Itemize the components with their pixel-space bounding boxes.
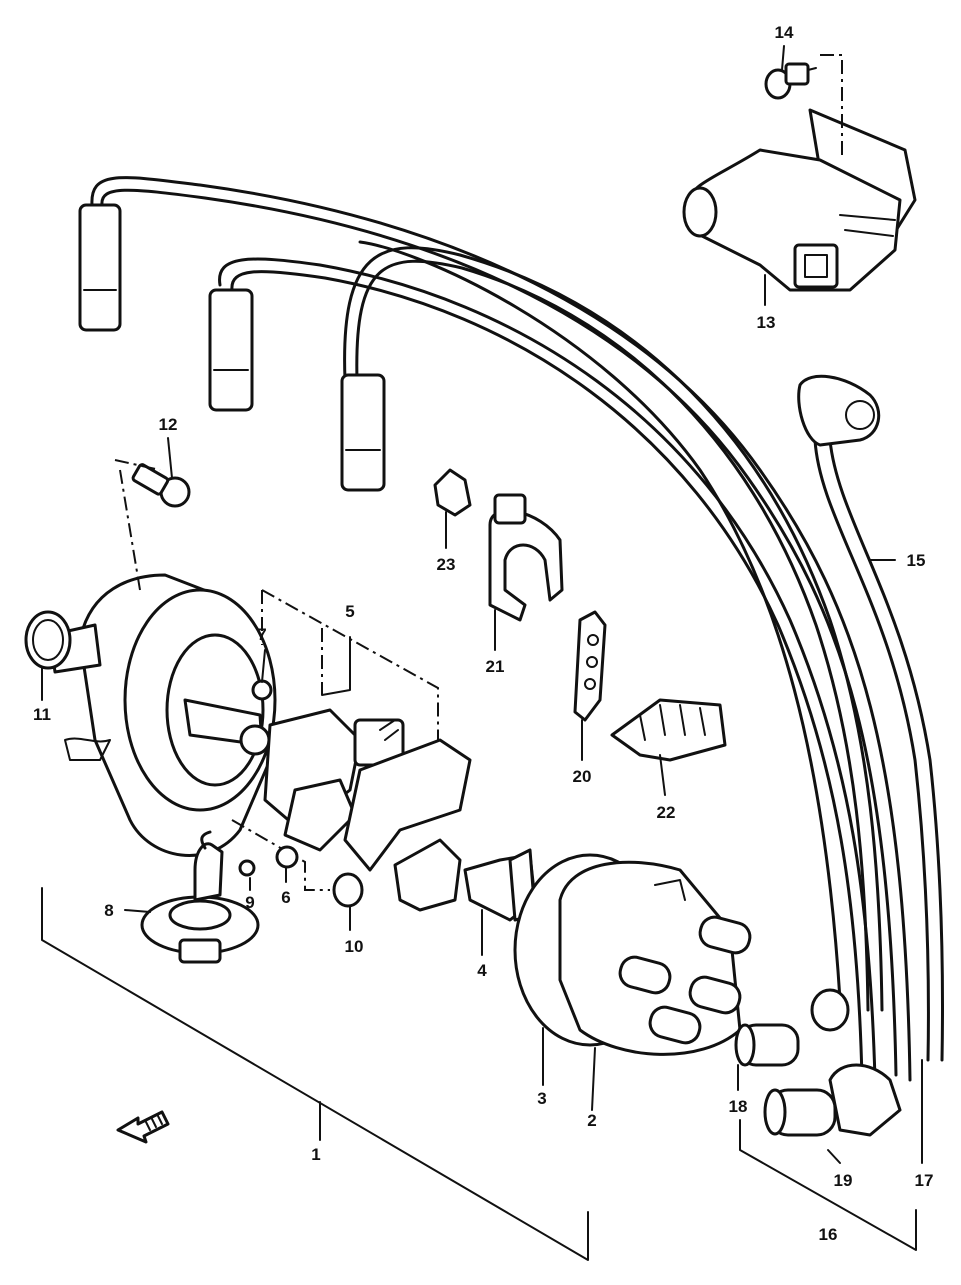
callout-6: 6 bbox=[281, 888, 290, 907]
callout-1: 1 bbox=[311, 1145, 320, 1164]
callout-9: 9 bbox=[245, 893, 254, 912]
plug-cord-boot-18 bbox=[734, 1023, 800, 1067]
callout-21: 21 bbox=[486, 657, 505, 676]
wire-clamp-23 bbox=[433, 468, 472, 517]
plug-boot-2 bbox=[208, 288, 254, 412]
housing-bolt bbox=[114, 459, 191, 591]
callout-12: 12 bbox=[159, 415, 178, 434]
callout-8: 8 bbox=[104, 901, 113, 920]
rotor-screw-7 bbox=[251, 679, 273, 701]
callout-13: 13 bbox=[757, 313, 776, 332]
vacuum-advancer bbox=[140, 830, 260, 964]
kit-bracket-16 bbox=[739, 1119, 917, 1251]
leader-lines bbox=[41, 45, 923, 1164]
ignition-coil bbox=[682, 108, 917, 292]
ignition-wire-set bbox=[78, 176, 944, 1082]
bushing-10 bbox=[332, 872, 364, 908]
screw-6 bbox=[275, 845, 299, 869]
callout-18: 18 bbox=[729, 1097, 748, 1116]
callout-14: 14 bbox=[775, 23, 794, 42]
callout-4: 4 bbox=[477, 961, 487, 980]
plug-cord-boot-19 bbox=[763, 1063, 902, 1137]
callout-19: 19 bbox=[834, 1171, 853, 1190]
wire-clamp-21 bbox=[488, 493, 564, 622]
front-direction-arrow-icon bbox=[116, 1110, 170, 1144]
rotor bbox=[393, 838, 537, 922]
wire-clamp-20 bbox=[573, 610, 607, 722]
callout-10: 10 bbox=[345, 937, 364, 956]
callout-17: 17 bbox=[915, 1171, 934, 1190]
callout-3: 3 bbox=[537, 1089, 546, 1108]
plug-boot-1 bbox=[78, 203, 122, 332]
distributor-housing bbox=[24, 573, 277, 857]
callout-7: 7 bbox=[257, 625, 266, 644]
signal-generator-assembly bbox=[231, 589, 472, 891]
plug-boot-3 bbox=[340, 373, 386, 492]
callout-20: 20 bbox=[573, 767, 592, 786]
coil-bolt bbox=[764, 54, 843, 160]
callout-15: 15 bbox=[907, 551, 926, 570]
washer-9 bbox=[238, 859, 256, 877]
callout-23: 23 bbox=[437, 555, 456, 574]
wire-clamp-22 bbox=[610, 698, 727, 762]
callout-2: 2 bbox=[587, 1111, 596, 1130]
distributor-cap bbox=[558, 860, 752, 1056]
coil-wire-boot bbox=[797, 374, 881, 447]
callout-22: 22 bbox=[657, 803, 676, 822]
callout-labels: 1 2 3 4 5 6 7 8 9 10 11 12 13 14 15 16 1… bbox=[33, 23, 933, 1244]
callout-16: 16 bbox=[819, 1225, 838, 1244]
kit-bracket-1 bbox=[41, 887, 589, 1261]
callout-11: 11 bbox=[33, 705, 51, 724]
callout-5: 5 bbox=[345, 602, 354, 621]
